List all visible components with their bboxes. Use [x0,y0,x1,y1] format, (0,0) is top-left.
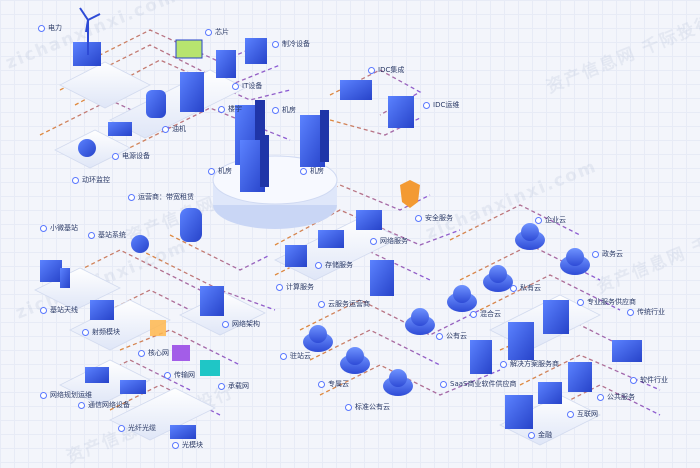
windmill [79,7,101,55]
shield-shape [400,180,420,208]
label-optical-module: 光模块 [172,441,203,450]
label-solution: 解决方案服务商 [500,360,559,369]
label-public-cloud: 公有云 [436,332,467,341]
label-station-cloud: 驻站云 [280,352,311,361]
label-net-arch: 网络架构 [222,320,260,329]
label-storage-service: 存储服务 [315,261,353,270]
label-idc-ops: IDC运维 [423,101,459,110]
clouds [303,223,590,396]
label-finance: 金融 [528,431,552,440]
monitor-shape [78,139,96,157]
label-public-service: 公共服务 [597,393,635,402]
server-towers [235,100,329,192]
label-rf-module: 射频模块 [82,328,120,337]
bearer-chip [200,360,220,376]
label-internet: 互联网 [567,410,598,419]
label-gov-cloud: 政务云 [592,250,623,259]
label-operator: 运营商：带宽租赁 [128,193,194,202]
label-security-service: 安全服务 [415,214,453,223]
label-machine-room-3: 机房 [300,167,324,176]
antenna-dish [131,235,149,253]
label-machine-room-1: 机房 [272,106,296,115]
label-compute-service: 计算服务 [276,283,314,292]
label-comm-equipment: 通信网络设备 [78,401,130,410]
label-small-base-station: 小微基站 [40,224,78,233]
label-bearer-net: 承载网 [218,382,249,391]
label-idc-integration: IDC集成 [368,66,404,75]
label-power: 电力 [38,24,62,33]
label-env-monitor: 动环监控 [72,176,110,185]
label-fiber-cable: 光纤光缆 [118,424,156,433]
chip-shape [175,39,203,59]
label-generator: 油机 [162,125,186,134]
label-pro-service: 专业服务供应商 [577,298,636,307]
label-transport-net: 传输网 [164,371,195,380]
label-building: 楼宇 [218,105,242,114]
diagram-canvas [34,7,661,446]
label-core-net: 核心网 [138,349,169,358]
label-power-equipment: 电源设备 [112,152,150,161]
label-saas: SaaS商业软件供应商 [440,380,516,389]
label-dedicated-cloud: 专属云 [318,380,349,389]
label-enterprise-cloud: 企业云 [535,216,566,225]
label-base-station-system: 基站系统 [88,231,126,240]
transport-chip [172,345,190,361]
label-machine-room-2: 机房 [208,167,232,176]
label-net-planning: 网络规划运维 [40,391,92,400]
label-it-equipment: IT设备 [232,82,262,91]
label-chip: 芯片 [205,28,229,37]
label-cloud-ops: 云服务运营商 [318,300,370,309]
label-standard-public: 标准公有云 [345,403,390,412]
label-network-service: 网络服务 [370,237,408,246]
label-private-cloud: 私有云 [510,284,541,293]
label-base-station-antenna: 基站天线 [40,306,78,315]
label-software: 软件行业 [630,376,668,385]
core-chip [150,320,166,336]
label-cooling: 制冷设备 [272,40,310,49]
label-hybrid-cloud: 混合云 [470,310,501,319]
label-traditional: 传统行业 [627,308,665,317]
